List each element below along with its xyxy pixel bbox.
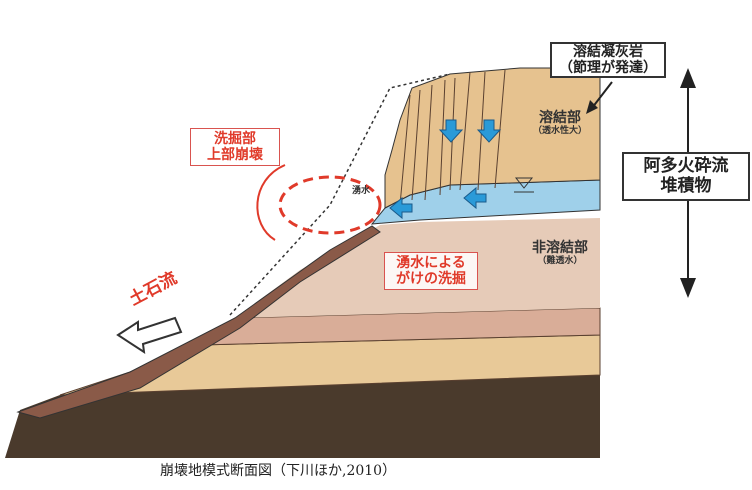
- welded-zone-note: （透水性大）: [532, 126, 587, 137]
- welded-zone-text: 溶結部: [539, 110, 581, 126]
- nonwelded-zone-text: 非溶結部: [532, 240, 588, 256]
- aso-line1: 阿多火砕流: [643, 156, 729, 176]
- welded-tuff-note: （節理が発達）: [559, 60, 657, 77]
- left-arrow-icon: [463, 186, 487, 210]
- scour-line1: 湧水による: [396, 255, 466, 271]
- original-profile-dashed: [229, 73, 451, 316]
- spring-label: 湧水: [352, 186, 371, 196]
- welded-tuff-title: 溶結凝灰岩: [573, 44, 643, 60]
- figure-caption: 崩壊地模式断面図（下川ほか,2010）: [160, 463, 397, 479]
- basement-layer: [5, 375, 600, 458]
- pointer-arrow: [591, 81, 613, 109]
- collapse-arrow: [256, 164, 286, 241]
- left-arrow-icon: [389, 196, 413, 220]
- arrow-up-icon: [680, 68, 696, 88]
- arrow-down-icon: [680, 278, 696, 298]
- down-arrow-icon: [476, 119, 502, 143]
- scour-line2: がけの洗掘: [396, 271, 466, 288]
- aso-line2: 堆積物: [660, 175, 712, 196]
- pointer-arrow-head: [586, 100, 598, 114]
- down-arrow-icon: [438, 119, 464, 143]
- debris-strip: [16, 225, 381, 419]
- upper-collapse-line1: 洗掘部: [214, 131, 256, 147]
- spring-scour-label: 湧水による がけの洗掘: [384, 252, 478, 291]
- welded-tuff-label: 溶結凝灰岩 （節理が発達）: [550, 42, 666, 79]
- scour-ellipse-dashed: [278, 175, 382, 235]
- water-table-symbol: [514, 177, 534, 193]
- upper-collapse-line2: 上部崩壊: [207, 147, 263, 164]
- debris-flow-arrow: [116, 316, 183, 355]
- welded-zone-label: 溶結部 （透水性大）: [525, 110, 595, 136]
- upper-collapse-label: 洗掘部 上部崩壊: [190, 128, 280, 167]
- nonwelded-zone-note: （難透水）: [537, 256, 583, 267]
- water-flow-arrows: [389, 119, 502, 220]
- nonwelded-zone-label: 非溶結部 （難透水）: [520, 240, 600, 266]
- aso-pyroclastic-label: 阿多火砕流 堆積物: [622, 152, 750, 202]
